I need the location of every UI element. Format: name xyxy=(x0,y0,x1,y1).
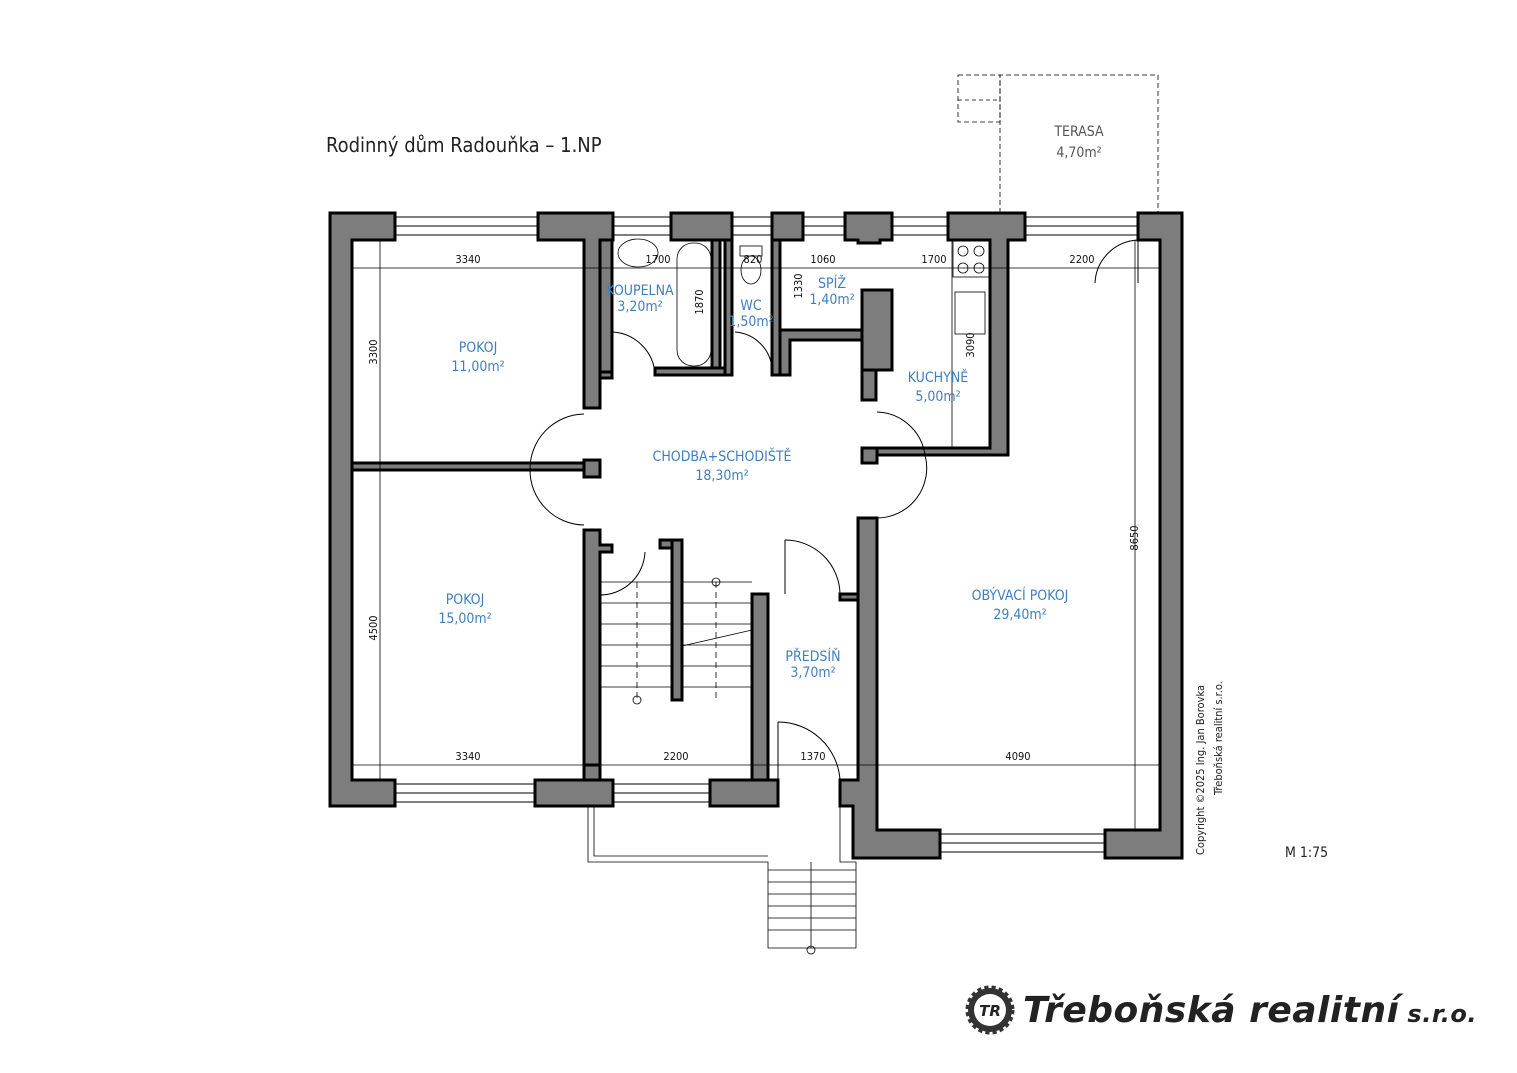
room-pokoj1-area: 11,00m² xyxy=(451,359,504,375)
room-terasa-area: 4,70m² xyxy=(1056,145,1101,161)
room-koupelna-name: KOUPELNA xyxy=(606,283,674,299)
dim-wc-w: 820 xyxy=(744,253,763,266)
dim-bottom-predsin: 1370 xyxy=(800,750,825,763)
dim-spiz-h: 1330 xyxy=(792,273,805,298)
gear-logo-icon: TR xyxy=(965,985,1015,1035)
doors xyxy=(529,239,1139,781)
room-pokoj2-area: 15,00m² xyxy=(438,611,491,627)
room-pokoj2-name: POKOJ xyxy=(446,592,485,608)
room-koupelna-area: 3,20m² xyxy=(617,299,662,315)
dim-bottom-stairs: 2200 xyxy=(663,750,688,763)
room-terasa-name: TERASA xyxy=(1053,124,1104,140)
plan-title: Rodinný dům Radouňka – 1.NP xyxy=(326,133,602,157)
logo-suffix: s.r.o. xyxy=(1407,999,1477,1028)
room-chodba-area: 18,30m² xyxy=(695,468,748,484)
room-predsin-area: 3,70m² xyxy=(790,665,835,681)
scale-label: M 1:75 xyxy=(1285,845,1328,861)
staircase xyxy=(587,577,857,955)
room-obyvaci-name: OBÝVACÍ POKOJ xyxy=(972,587,1069,604)
terrace xyxy=(957,74,1159,213)
stove-icon xyxy=(952,239,991,278)
dim-koupelna-w: 1700 xyxy=(645,253,670,266)
dim-top-pokoj: 3340 xyxy=(455,253,480,266)
room-spiz-area: 1,40m² xyxy=(809,292,854,308)
room-spiz-name: SPÍŽ xyxy=(818,274,846,292)
dim-koupelna-h: 1870 xyxy=(693,289,706,314)
copyright-line1: Copyright ©2025 Ing. Jan Borovka xyxy=(1194,685,1207,855)
room-chodba-name: CHODBA+SCHODIŠTĚ xyxy=(653,447,792,465)
bathtub-icon xyxy=(676,242,712,367)
logo-company: Třeboňská realitní xyxy=(1023,989,1400,1031)
sink-icon xyxy=(617,238,659,268)
room-wc-name: WC xyxy=(740,298,761,314)
dim-pokoj2-h: 4500 xyxy=(367,615,380,640)
dim-obyvaci-top: 2200 xyxy=(1069,253,1094,266)
dim-spiz-w: 1060 xyxy=(810,253,835,266)
dim-kuchyne-w: 1700 xyxy=(921,253,946,266)
kitchen-sink-icon xyxy=(954,291,986,335)
room-pokoj1-name: POKOJ xyxy=(459,340,498,356)
dim-bottom-pokoj: 3340 xyxy=(455,750,480,763)
room-wc-area: 1,50m² xyxy=(728,314,773,330)
logo-mark: TR xyxy=(979,1002,1001,1020)
dim-kuchyne-h: 3090 xyxy=(964,332,977,357)
windows xyxy=(395,216,1138,853)
dim-obyvaci-h: 8650 xyxy=(1128,525,1141,550)
copyright-line2: Třeboňská realitní s.r.o. xyxy=(1212,681,1225,796)
dim-bottom-obyvaci: 4090 xyxy=(1005,750,1030,763)
fixtures xyxy=(617,238,991,448)
room-kuchyne-area: 5,00m² xyxy=(915,389,960,405)
dimension-lines xyxy=(352,240,1160,830)
room-obyvaci-area: 29,40m² xyxy=(993,607,1046,623)
room-kuchyne-name: KUCHYNĚ xyxy=(908,369,968,386)
walls xyxy=(328,211,1184,860)
room-predsin-name: PŘEDSÍŇ xyxy=(785,648,840,665)
dim-pokoj1-h: 3300 xyxy=(367,339,380,364)
